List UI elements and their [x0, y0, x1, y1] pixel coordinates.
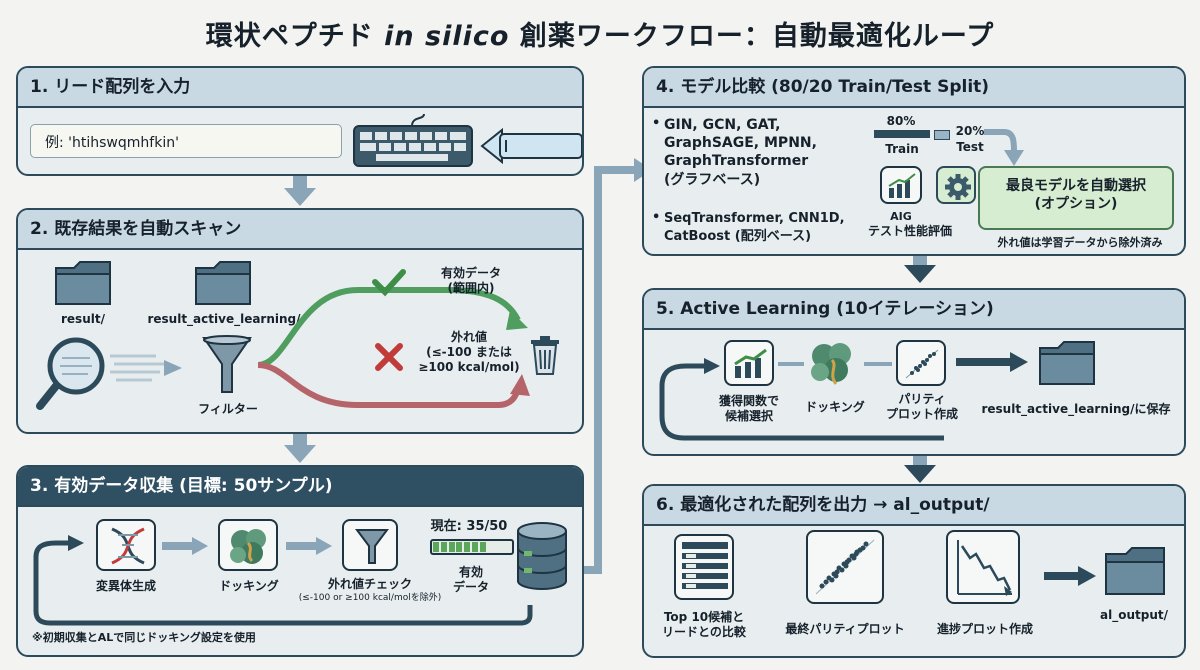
- train-percent: 80%: [886, 114, 916, 128]
- folder-icon: [1039, 341, 1095, 385]
- progress-segment: [433, 542, 439, 552]
- best-model-select-label: 最良モデルを自動選択 (オプション): [1006, 178, 1146, 212]
- test-bar: [934, 130, 950, 140]
- cross-icon: [375, 343, 403, 371]
- folder-result-label: result/: [61, 312, 105, 326]
- candidate-list-icon: [674, 534, 734, 600]
- docking-settings-note: ※初期収集とALで同じドッキング設定を使用: [32, 631, 256, 644]
- chart-label: AIG: [890, 210, 912, 223]
- panel-input-lead: 1. リード配列を入力 例: 'htihswqmhfkin': [16, 66, 584, 176]
- lead-sequence-input[interactable]: 例: 'htihswqmhfkin': [30, 124, 342, 158]
- parity-plot-icon: [896, 340, 946, 386]
- top10-comparison-label: Top 10候補と リードとの比較: [662, 610, 746, 639]
- curved-arrow-icon: [984, 129, 1024, 166]
- split-paths: [257, 287, 530, 408]
- panel-3-header: 3. 有効データ収集 (目標: 50サンプル): [18, 467, 582, 507]
- panel-model-comparison: 4. モデル比較 (80/20 Train/Test Split) • GIN,…: [642, 66, 1186, 256]
- title-italic: in silico: [384, 21, 510, 52]
- panel-4-header: 4. モデル比較 (80/20 Train/Test Split): [644, 68, 1184, 108]
- acquisition-chart-icon: [724, 340, 774, 386]
- dash-connector: [778, 362, 804, 366]
- current-count-label: 現在: 35/50: [430, 519, 508, 534]
- mutant-generation-label: 変異体生成: [95, 579, 156, 593]
- progress-segment: [448, 542, 455, 552]
- progress-segment: [456, 542, 463, 552]
- best-model-select-box: 最良モデルを自動選択 (オプション): [978, 166, 1174, 230]
- magnifier-icon: [36, 337, 182, 410]
- bullet: •: [652, 210, 661, 225]
- folder-icon: [55, 261, 111, 305]
- title-prefix: 環状ペプチド: [205, 21, 385, 52]
- folder-icon: [195, 261, 251, 305]
- progress-plot-label: 進捗プロット作成: [936, 622, 1033, 636]
- train-bar: [874, 130, 930, 138]
- panel-6-header: 6. 最適化された配列を出力 → al_output/: [644, 486, 1184, 526]
- progress-segment: [464, 542, 471, 552]
- test-eval-label: テスト性能評価: [867, 224, 952, 238]
- dna-icon: [96, 519, 156, 571]
- outlier-check-sublabel: (≤-100 or ≥100 kcal/molを除外): [298, 593, 442, 603]
- folder-icon: [1105, 547, 1165, 595]
- seq-models-text: SeqTransformer, CNN1D, CatBoost (配列ベース): [664, 211, 845, 245]
- test-label: Test: [956, 140, 984, 154]
- arrow-right-icon: [956, 352, 1028, 372]
- outlier-excluded-note: 外れ値は学習データから除外済み: [997, 236, 1163, 249]
- progress-plot-icon: [946, 530, 1020, 604]
- chart-icon: [880, 166, 922, 204]
- final-parity-plot-icon: [806, 530, 884, 604]
- keyboard-icon: [353, 113, 582, 167]
- graph-models-text: GIN, GCN, GAT, GraphSAGE, MPNN, GraphTra…: [664, 117, 817, 188]
- progress-fill: [433, 542, 511, 552]
- panel-active-learning: 5. Active Learning (10イテレーション) 獲得関数で 候補選…: [642, 288, 1186, 456]
- dash-connector: [864, 362, 892, 366]
- loop-arrow: [33, 535, 533, 626]
- check-icon: [372, 269, 406, 297]
- save-location-label: result_active_learning/に保存: [981, 402, 1171, 416]
- trash-icon: [531, 336, 559, 375]
- docking-protein-icon: [811, 343, 851, 385]
- outlier-label: 外れ値 (≤-100 または ≥100 kcal/mol): [418, 330, 520, 374]
- progress-segment: [440, 542, 447, 552]
- arrow-right-icon: [1044, 566, 1096, 586]
- valid-data-label: 有効データ (範囲内): [440, 266, 501, 295]
- arrow-right-icon: [286, 537, 332, 555]
- page-title: 環状ペプチド in silico 創薬ワークフロー：自動最適化ループ: [0, 14, 1200, 53]
- arrow-right-icon: [162, 537, 208, 555]
- panel-collect-data: 3. 有効データ収集 (目標: 50サンプル) 変異体生成 ドッキング 外れ値チ…: [16, 465, 584, 657]
- docking-label: ドッキング: [219, 579, 279, 593]
- bullet: •: [652, 116, 661, 131]
- panel-1-header: 1. リード配列を入力: [18, 68, 582, 108]
- loop-arrow: [659, 358, 944, 441]
- filter-funnel-icon: [202, 335, 252, 393]
- valid-data-db-label: 有効 データ: [452, 565, 489, 594]
- database-icon: [517, 522, 567, 590]
- panel-2-header: 2. 既存結果を自動スキャン: [18, 210, 582, 250]
- panel-output: 6. 最適化された配列を出力 → al_output/ Top 10候補と リー…: [642, 484, 1186, 658]
- progress-bar: [430, 539, 514, 555]
- test-percent: 20%: [955, 124, 985, 138]
- panel-scan-results: 2. 既存結果を自動スキャン result/ result_active_lea…: [16, 208, 584, 434]
- folder-active-learning-label: result_active_learning/: [147, 312, 301, 326]
- progress-segment: [479, 542, 486, 552]
- docking-protein-icon: [218, 519, 278, 571]
- outlier-check-label: 外れ値チェック: [327, 577, 412, 591]
- panel-5-header: 5. Active Learning (10イテレーション): [644, 290, 1184, 330]
- filter-label: フィルター: [198, 402, 258, 416]
- progress-segment: [472, 542, 478, 552]
- parity-plot-label: パリティ プロット作成: [885, 392, 958, 421]
- lead-sequence-value: 例: 'htihswqmhfkin': [45, 135, 179, 151]
- final-parity-label: 最終パリティプロット: [785, 622, 905, 636]
- docking-label: ドッキング: [805, 400, 865, 414]
- acquisition-label: 獲得関数で 候補選択: [718, 394, 779, 423]
- output-folder-label: al_output/: [1100, 608, 1168, 622]
- filter-funnel-icon: [342, 519, 398, 571]
- gear-icon: [936, 166, 976, 204]
- title-suffix: 創薬ワークフロー：自動最適化ループ: [509, 21, 995, 52]
- train-label: Train: [885, 142, 919, 156]
